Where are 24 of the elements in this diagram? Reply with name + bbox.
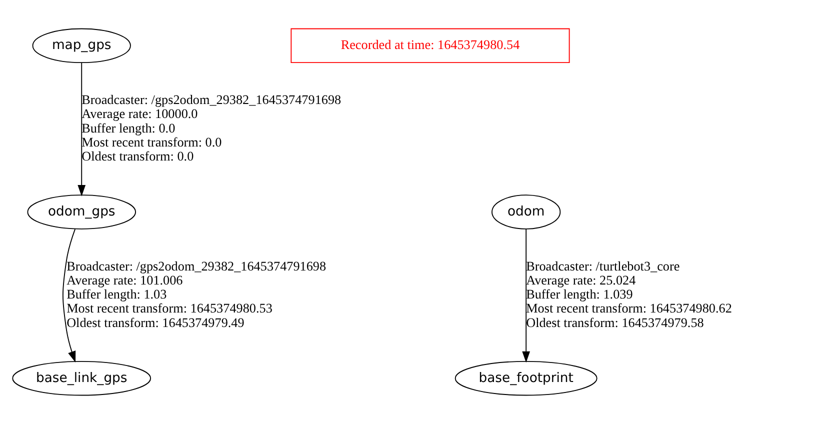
edge-label: Oldest transform: 1645374979.49 bbox=[66, 314, 244, 330]
edge-label: Most recent transform: 1645374980.53 bbox=[66, 300, 272, 316]
edge-label: Broadcaster: /turtlebot3_core bbox=[526, 258, 680, 273]
node-ellipse: base_link_gps bbox=[12, 360, 152, 396]
edge-label: Oldest transform: 0.0 bbox=[82, 148, 194, 164]
node-box: Recorded at time: 1645374980.54 bbox=[290, 28, 570, 63]
node-ellipse: odom bbox=[492, 194, 561, 229]
edge-label: Broadcaster: /gps2odom_29382_1645374791698 bbox=[66, 258, 326, 273]
edge-label: Most recent transform: 0.0 bbox=[82, 134, 222, 149]
node-ellipse: odom_gps bbox=[27, 194, 136, 229]
edge-label: Buffer length: 0.0 bbox=[82, 120, 176, 135]
arrow bbox=[78, 62, 86, 196]
edge-label: Average rate: 25.024 bbox=[526, 272, 636, 288]
node-ellipse: map_gps bbox=[32, 28, 131, 63]
edge-label: Average rate: 10000.0 bbox=[82, 106, 198, 121]
arrow bbox=[62, 228, 76, 362]
edge-label: Oldest transform: 1645374979.58 bbox=[526, 314, 704, 330]
edge-label: Broadcaster: /gps2odom_29382_1645374791698 bbox=[82, 92, 342, 107]
edge-label: Average rate: 101.006 bbox=[66, 272, 183, 288]
node-ellipse: base_footprint bbox=[454, 360, 598, 396]
edge-label: Buffer length: 1.039 bbox=[526, 286, 633, 302]
edge-label: Most recent transform: 1645374980.62 bbox=[526, 300, 732, 316]
arrow bbox=[522, 228, 530, 362]
edge-label: Buffer length: 1.03 bbox=[66, 286, 167, 302]
